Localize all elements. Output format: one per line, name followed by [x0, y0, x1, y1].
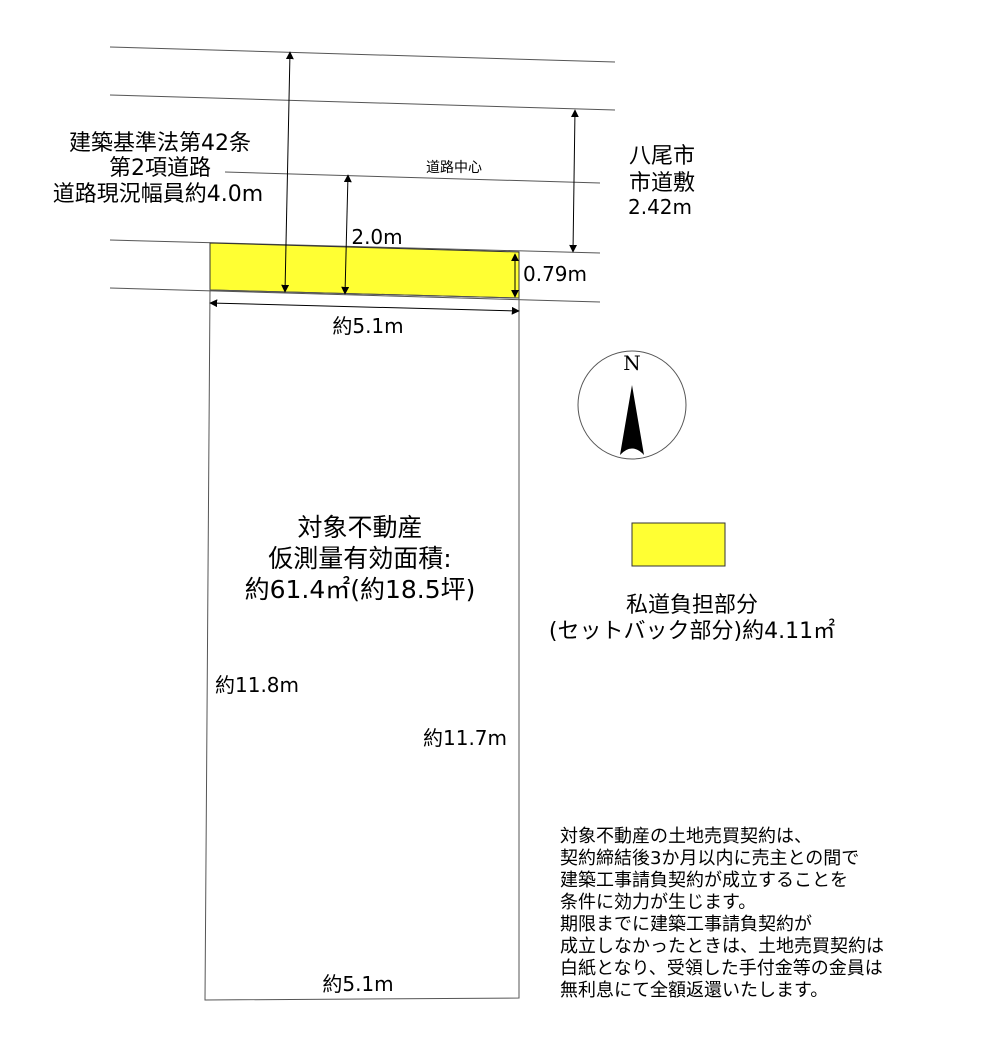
note-line: 白紙となり、受領した手付金等の金員は	[560, 958, 883, 979]
legend-label-line-1: 私道負担部分	[626, 593, 758, 618]
plot-title-line-3: 約61.4㎡(約18.5坪)	[245, 575, 476, 604]
note-line: 建築工事請負契約が成立することを	[560, 870, 848, 891]
road-far-edge-line	[109, 46, 616, 63]
road-current-edge-line	[109, 239, 601, 254]
road-type-line-2: 第2項道路	[109, 156, 211, 181]
compass-needle	[620, 385, 644, 455]
top-width-label: 約5.1m	[332, 314, 403, 338]
legend-label-line-2: (セットバック部分)約4.11㎡	[549, 618, 835, 644]
right-length-label: 約11.7m	[423, 726, 507, 750]
setback-area	[209, 242, 520, 299]
road-center-label: 道路中心	[426, 160, 482, 176]
contract-notes: 対象不動産の土地売買契約は、 契約締結後3か月以内に売主との間で 建築工事請負契…	[560, 826, 884, 1001]
half-width-label: 2.0m	[351, 225, 402, 249]
plot-title-line-2: 仮測量有効面積:	[268, 544, 451, 573]
road-type-line-3: 道路現況幅員約4.0m	[53, 182, 263, 207]
plot-title-line-1: 対象不動産	[297, 513, 422, 542]
plot-outline	[204, 289, 520, 1001]
top-width-arrow	[209, 299, 520, 315]
note-line: 条件に効力が生じます。	[560, 892, 756, 913]
north-compass: N	[577, 350, 687, 460]
road-width-arrow	[281, 51, 294, 293]
city-road-line-3: 2.42m	[628, 195, 692, 219]
note-line: 期限までに建築工事請負契約が	[560, 914, 812, 935]
compass-north-label: N	[623, 351, 641, 375]
road-type-line-1: 建築基準法第42条	[69, 131, 251, 156]
city-road-line-1: 八尾市	[629, 144, 695, 169]
road-center-line	[224, 171, 601, 184]
note-line: 対象不動産の土地売買契約は、	[560, 826, 812, 847]
half-width-arrow	[341, 174, 352, 295]
legend-swatch	[631, 522, 726, 567]
left-length-label: 約11.8m	[215, 673, 299, 697]
setback-depth-label: 0.79m	[523, 262, 587, 286]
note-line: 契約締結後3か月以内に売主との間で	[560, 848, 859, 869]
note-line: 無利息にて全額返還いたします。	[560, 980, 828, 1001]
bottom-width-label: 約5.1m	[322, 972, 393, 996]
note-line: 成立しなかったときは、土地売買契約は	[560, 936, 884, 957]
road-edge-line-2	[109, 94, 616, 111]
city-road-arrow	[569, 109, 579, 253]
city-road-line-2: 市道敷	[629, 171, 695, 196]
